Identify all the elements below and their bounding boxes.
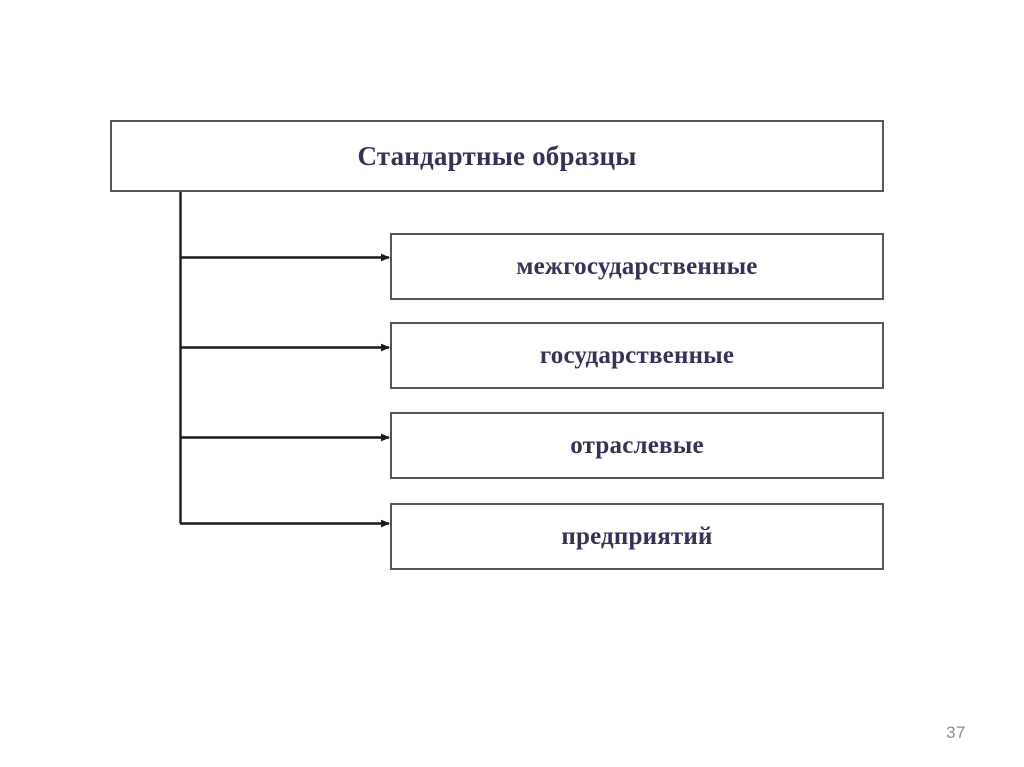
diagram-root-label: Стандартные образцы bbox=[357, 140, 637, 171]
page-number: 37 bbox=[946, 723, 966, 742]
diagram-child-label-1: межгосударственные bbox=[516, 253, 758, 280]
diagram-child-node-3: отраслевые bbox=[390, 412, 884, 479]
diagram-child-node-2: государственные bbox=[390, 322, 884, 389]
diagram-child-label-2: государственные bbox=[539, 342, 735, 369]
diagram-child-node-4: предприятий bbox=[390, 503, 884, 570]
diagram-child-label-3: отраслевые bbox=[570, 432, 704, 459]
diagram-child-node-1: межгосударственные bbox=[390, 233, 884, 300]
diagram-root-node: Стандартные образцы bbox=[110, 120, 884, 192]
diagram-child-label-4: предприятий bbox=[561, 523, 713, 550]
